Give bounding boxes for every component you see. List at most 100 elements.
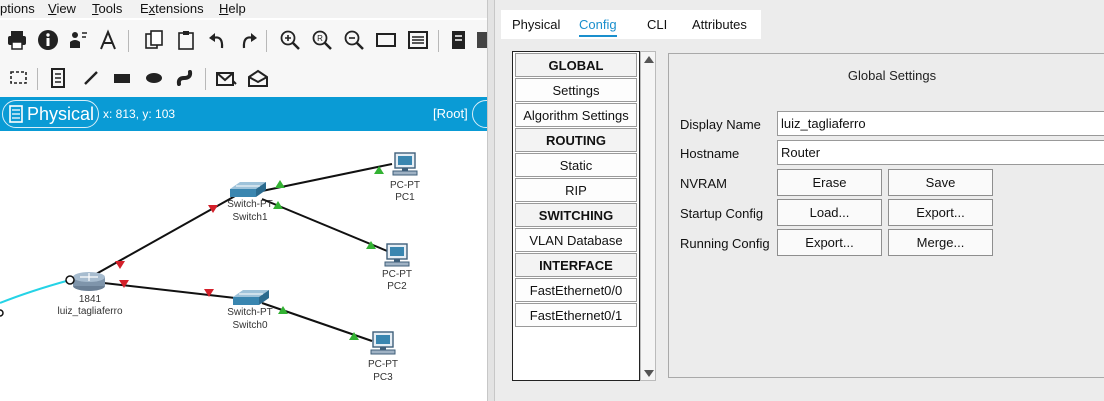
physical-view-label: Physical	[27, 103, 95, 124]
link-router-switch1[interactable]	[79, 190, 245, 284]
zoom-out-icon[interactable]	[342, 28, 366, 52]
serial-endpoint-icon	[65, 275, 75, 285]
add-complex-pdu-icon[interactable]	[246, 66, 270, 90]
print-icon[interactable]	[5, 28, 29, 52]
running-export-button[interactable]: Export...	[777, 229, 882, 256]
user-network-icon[interactable]	[66, 28, 90, 52]
drawing-toolbar	[0, 60, 487, 97]
switch-icon[interactable]	[233, 290, 269, 305]
serial-endpoint-icon	[0, 309, 4, 317]
cursor-coordinates: x: 813, y: 103	[103, 107, 176, 121]
device-tabs: Physical Config CLI Attributes	[501, 10, 761, 39]
port-up-marker	[366, 241, 376, 249]
nav-item-rip[interactable]: RIP	[515, 178, 637, 202]
root-breadcrumb[interactable]: [Root]	[433, 106, 468, 121]
port-down-marker	[119, 280, 129, 288]
menu-help[interactable]: Help	[219, 1, 246, 16]
nvram-save-button[interactable]: Save	[888, 169, 993, 196]
scroll-down-icon[interactable]	[644, 370, 654, 377]
menu-tools[interactable]: Tools	[92, 1, 123, 16]
copy-icon[interactable]	[142, 28, 166, 52]
display-name-input[interactable]	[777, 111, 1104, 136]
menu-view[interactable]: View	[48, 1, 76, 16]
pc-icon[interactable]	[392, 152, 418, 176]
nav-header-switching: SWITCHING	[515, 203, 637, 227]
draw-line-icon[interactable]	[79, 66, 103, 90]
workspace-pane: ptions View Tools Extensions Help R	[0, 0, 487, 401]
menu-options[interactable]: ptions	[0, 1, 35, 16]
switch1-name-label: Switch1	[232, 212, 268, 223]
port-up-marker	[275, 180, 285, 188]
workspace-bar: Physical x: 813, y: 103 [Root]	[0, 97, 487, 131]
freeform-icon[interactable]	[173, 66, 197, 90]
inspect-icon[interactable]	[46, 66, 70, 90]
nav-header-routing: ROUTING	[515, 128, 637, 152]
menu-bar: ptions View Tools Extensions Help	[0, 0, 487, 18]
zoom-reset-icon[interactable]: R	[310, 28, 334, 52]
router-icon[interactable]	[73, 272, 105, 291]
link-router-switch0[interactable]	[85, 280, 245, 300]
scroll-up-icon[interactable]	[644, 56, 654, 63]
tab-physical[interactable]: Physical	[512, 17, 561, 32]
router-model-label: 1841	[78, 294, 102, 305]
nav-item-fastethernet0-0[interactable]: FastEthernet0/0	[515, 278, 637, 302]
notes-icon[interactable]	[447, 28, 471, 52]
nav-header-interface: INTERFACE	[515, 253, 637, 277]
link-serial[interactable]	[0, 279, 71, 304]
nav-item-algorithm-settings[interactable]: Algorithm Settings	[515, 103, 637, 127]
running-merge-button[interactable]: Merge...	[888, 229, 993, 256]
pc-icon[interactable]	[384, 243, 410, 267]
pc3-model-label: PC-PT	[368, 359, 398, 370]
redo-icon[interactable]	[236, 28, 260, 52]
pane-splitter[interactable]	[487, 0, 495, 401]
undo-icon[interactable]	[206, 28, 230, 52]
draw-ellipse-icon[interactable]	[142, 66, 166, 90]
nav-item-fastethernet0-1[interactable]: FastEthernet0/1	[515, 303, 637, 327]
nav-item-settings[interactable]: Settings	[515, 78, 637, 102]
main-toolbar: R	[0, 20, 487, 60]
panel-title: Global Settings	[847, 68, 937, 83]
physical-view-toggle[interactable]: Physical	[2, 100, 99, 128]
tab-attributes[interactable]: Attributes	[692, 17, 747, 32]
hostname-input[interactable]	[777, 140, 1104, 165]
tab-cli[interactable]: CLI	[647, 17, 668, 32]
switch-icon[interactable]	[230, 182, 266, 197]
draw-rectangle-icon[interactable]	[110, 66, 134, 90]
switch1-model-label: Switch-PT	[227, 199, 273, 210]
info-icon[interactable]	[36, 28, 60, 52]
menu-extensions[interactable]: Extensions	[140, 1, 204, 16]
paste-icon[interactable]	[174, 28, 198, 52]
pc3-name-label: PC3	[373, 372, 393, 383]
port-up-marker	[374, 166, 384, 174]
port-down-marker	[204, 289, 214, 297]
activity-wizard-icon[interactable]	[96, 28, 120, 52]
startup-export-button[interactable]: Export...	[888, 199, 993, 226]
logical-view-toggle[interactable]	[472, 100, 487, 128]
drawing-palette-icon[interactable]	[374, 28, 398, 52]
port-down-marker	[208, 205, 218, 213]
pc2-model-label: PC-PT	[382, 269, 412, 280]
nav-item-static[interactable]: Static	[515, 153, 637, 177]
select-area-icon[interactable]	[7, 66, 31, 90]
zoom-in-icon[interactable]	[278, 28, 302, 52]
rack-icon	[9, 105, 23, 123]
more-tools-icon[interactable]	[474, 28, 487, 52]
hostname-label: Hostname	[680, 146, 740, 161]
nvram-erase-button[interactable]: Erase	[777, 169, 882, 196]
pc1-name-label: PC1	[395, 192, 415, 203]
topology-canvas[interactable]: 1841 luiz_tagliaferro Switch-PT Switch1 …	[0, 131, 487, 401]
add-simple-pdu-icon[interactable]	[214, 66, 238, 90]
nav-item-vlan-database[interactable]: VLAN Database	[515, 228, 637, 252]
pc1-model-label: PC-PT	[390, 180, 420, 191]
svg-text:R: R	[317, 34, 323, 43]
port-up-marker	[349, 332, 359, 340]
pc-icon[interactable]	[370, 331, 396, 355]
nav-scrollbar[interactable]	[640, 51, 656, 381]
pc2-name-label: PC2	[387, 281, 407, 292]
display-name-label: Display Name	[680, 117, 761, 132]
nvram-label: NVRAM	[680, 176, 727, 191]
startup-load-button[interactable]: Load...	[777, 199, 882, 226]
custom-devices-icon[interactable]	[406, 28, 430, 52]
tab-config[interactable]: Config	[579, 17, 617, 37]
